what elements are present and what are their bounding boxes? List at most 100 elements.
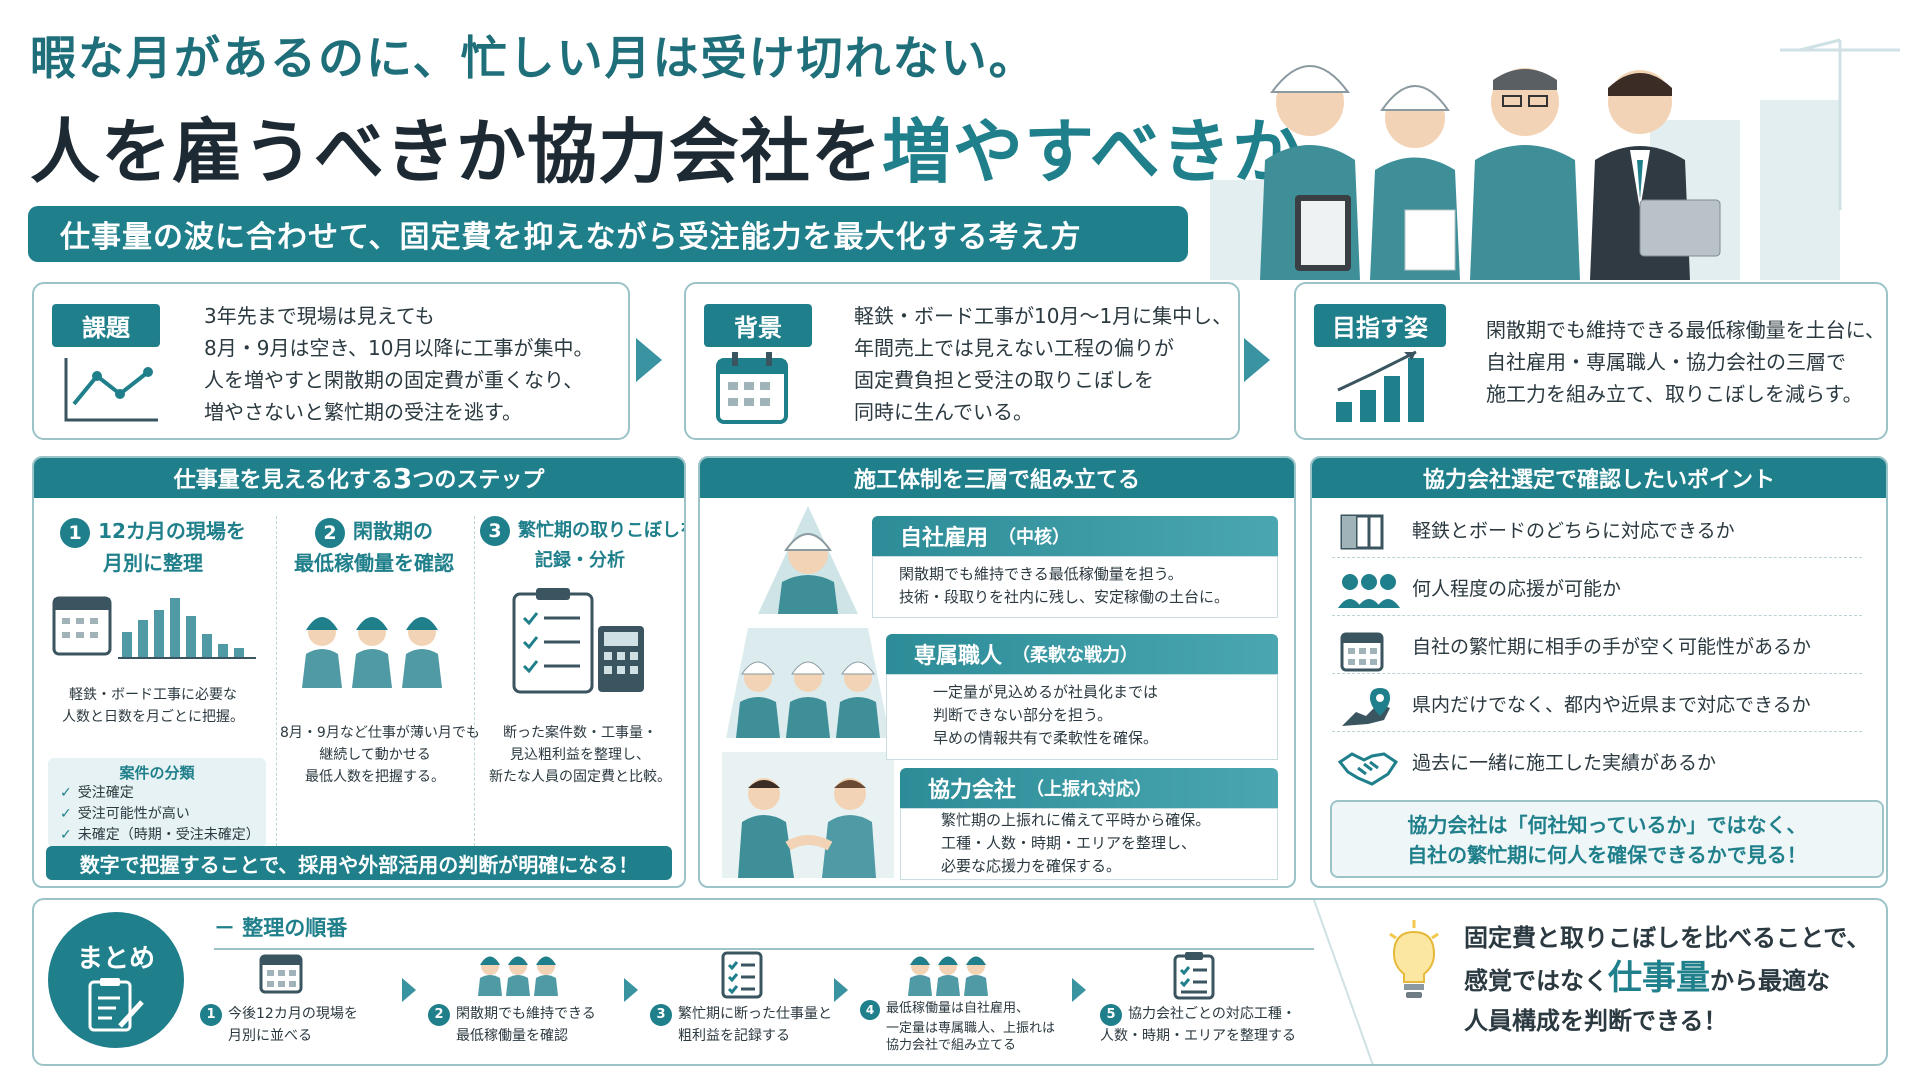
step-divider <box>276 516 277 846</box>
step-desc-line: 8月・9月など仕事が薄い月でも <box>280 725 480 741</box>
steps-heading-part: 仕事量を見える化する <box>173 468 393 493</box>
chevron-right-icon <box>1072 978 1086 1002</box>
step-2-desc: 8月・9月など仕事が薄い月でも 継続して動かせる 最低人数を把握する。 <box>280 722 480 788</box>
workers-icon <box>908 956 988 996</box>
calendar-icon <box>259 954 303 994</box>
card-background-text: 軽鉄・ボード工事が10月〜1月に集中し、 年間売上では見えない工程の偏りが 固定… <box>854 300 1232 428</box>
calendar-bar-chart-icon <box>52 596 256 659</box>
headline-line2: 人を雇うべきか協力会社を増やすべきか <box>30 96 1303 197</box>
lightbulb-icon <box>1389 920 1439 998</box>
points-note: 協力会社は「何社知っているか」ではなく、 自社の繁忙期に何人を確保できるかで見る… <box>1330 800 1884 878</box>
point-item: 自社の繁忙期に相手の手が空く可能性があるか <box>1332 618 1862 674</box>
step-desc-line: 軽鉄・ボード工事に必要な <box>69 687 237 703</box>
steps-heading-number: 3 <box>392 461 413 495</box>
chevron-right-icon <box>624 978 638 1002</box>
headline-line2-part-a: 人を雇うべきか協力会社を <box>30 111 882 193</box>
card-issue-text: 3年先まで現場は見えても 8月・9月は空き、10月以降に工事が集中。 人を増やす… <box>204 300 594 428</box>
layer-text-line: 一定量が見込めるが社員化までは <box>933 683 1159 701</box>
layer-role: （柔軟な戦力） <box>1012 645 1139 666</box>
order-label: － 整理の順番 <box>214 916 348 940</box>
order-number-badge: 3 <box>650 1004 672 1026</box>
chevron-right-icon <box>402 978 416 1002</box>
layer-text-line: 必要な応援力を確保する。 <box>941 857 1122 875</box>
arrow-right-icon <box>1244 338 1270 382</box>
point-text: 過去に一緒に施工した実績があるか <box>1412 752 1717 774</box>
order-text-line: 人数・時期・エリアを整理する <box>1100 1028 1296 1044</box>
subtitle-banner: 仕事量の波に合わせて、固定費を抑えながら受注能力を最大化する考え方 <box>28 206 1188 262</box>
order-text-line: 協力会社で組み立てる <box>886 1038 1017 1053</box>
step-desc-line: 断った案件数・工事量・ <box>503 725 657 741</box>
classification-item: ✓未確定（時期・受注未確定） <box>60 824 260 844</box>
steps-banner: 数字で把握することで、採用や外部活用の判断が明確になる！ <box>46 846 672 880</box>
layer-dedicated-title: 専属職人（柔軟な戦力） <box>886 634 1278 674</box>
step-number-badge: 1 <box>60 517 91 548</box>
order-number-badge: 5 <box>1100 1004 1122 1026</box>
point-item: 何人程度の応援が可能か <box>1332 560 1862 616</box>
point-item: 過去に一緒に施工した実績があるか <box>1332 734 1862 790</box>
order-text-line: 今後12カ月の現場を <box>228 1006 358 1022</box>
card-background-line: 軽鉄・ボード工事が10月〜1月に集中し、 <box>854 304 1233 328</box>
order-text-line: 協力会社ごとの対応工種・ <box>1128 1006 1296 1022</box>
step-title-line: 繁忙期の取りこぼしを <box>518 520 686 541</box>
card-goal: 目指す姿 閑散期でも維持できる最低稼働量を土台に、 自社雇用・専属職人・協力会社… <box>1294 282 1888 440</box>
layer-text-line: 閑散期でも維持できる最低稼働量を担う。 <box>899 565 1183 583</box>
card-background: 背景 軽鉄・ボード工事が10月〜1月に集中し、 年間売上では見えない工程の偏りが… <box>684 282 1240 440</box>
workers-icon <box>302 617 442 688</box>
workers-icon <box>478 956 558 996</box>
point-text: 県内だけでなく、都内や近県まで対応できるか <box>1412 694 1811 716</box>
order-number-badge: 4 <box>860 1000 880 1020</box>
checklist-calculator-icon <box>512 588 644 694</box>
card-background-line: 固定費負担と受注の取りこぼしを <box>854 368 1154 392</box>
card-issue: 課題 3年先まで現場は見えても 8月・9月は空き、10月以降に工事が集中。 人を… <box>32 282 630 440</box>
layer-partner-text: 繁忙期の上振れに備えて平時から確保。 工種・人数・時期・エリアを整理し、 必要な… <box>941 809 1210 878</box>
layer-text-line: 工種・人数・時期・エリアを整理し、 <box>941 834 1197 852</box>
card-goal-label: 目指す姿 <box>1314 304 1446 347</box>
card-issue-line: 増やさないと繁忙期の受注を逃す。 <box>204 400 522 424</box>
layers-panel-heading: 施工体制を三層で組み立てる <box>700 458 1294 498</box>
check-icon: ✓ <box>60 785 72 801</box>
order-step-5: 5 協力会社ごとの対応工種・ 人数・時期・エリアを整理する <box>1100 1004 1296 1046</box>
classification-box: 案件の分類 ✓受注確定 ✓受注可能性が高い ✓未確定（時期・受注未確定） <box>48 758 266 848</box>
layer-dedicated-text: 一定量が見込めるが社員化までは 判断できない部分を担う。 早めの情報共有で柔軟性… <box>933 681 1158 750</box>
point-text: 何人程度の応援が可能か <box>1412 578 1622 600</box>
point-text: 自社の繁忙期に相手の手が空く可能性があるか <box>1412 636 1812 658</box>
layer-text-line: 技術・段取りを社内に残し、安定稼働の土台に。 <box>899 588 1230 606</box>
summary-badge-label: まとめ <box>76 944 155 974</box>
summary-conclusion: 固定費と取りこぼしを比べることで、 感覚ではなく仕事量から最適な 人員構成を判断… <box>1464 918 1870 1041</box>
step-title-line: 閑散期の <box>353 519 433 543</box>
steps-heading-part: つのステップ <box>412 468 545 493</box>
layer-own-box: 閑散期でも維持できる最低稼働量を担う。 技術・段取りを社内に残し、安定稼働の土台… <box>872 556 1278 618</box>
pyramid-icon <box>722 506 894 878</box>
map-pin-icon <box>1342 688 1390 726</box>
chevron-right-icon <box>834 978 848 1002</box>
layer-partner-title: 協力会社（上振れ対応） <box>900 768 1278 808</box>
step-desc-line: 新たな人員の固定費と比較。 <box>489 769 671 785</box>
order-divider <box>214 948 1314 950</box>
growth-chart-icon <box>1336 350 1424 422</box>
order-text-line: 繁忙期に断った仕事量と <box>678 1006 832 1022</box>
calendar-icon <box>1340 632 1384 672</box>
conclusion-line: 人員構成を判断できる！ <box>1464 1007 1728 1035</box>
layer-role: （上振れ対応） <box>1026 779 1153 800</box>
arrow-right-icon <box>636 338 662 382</box>
card-goal-text: 閑散期でも維持できる最低稼働量を土台に、 自社雇用・専属職人・協力会社の三層で … <box>1486 314 1885 410</box>
step-3-desc: 断った案件数・工事量・ 見込粗利益を整理し、 新たな人員の固定費と比較。 <box>480 722 680 788</box>
card-issue-line: 8月・9月は空き、10月以降に工事が集中。 <box>204 336 594 360</box>
order-number-badge: 1 <box>200 1004 222 1026</box>
check-icon: ✓ <box>60 806 72 822</box>
step-1-desc: 軽鉄・ボード工事に必要な 人数と日数を月ごとに把握。 <box>48 684 258 728</box>
step-title-line: 最低稼働量を確認 <box>294 550 454 575</box>
classification-item-label: 受注確定 <box>77 785 134 801</box>
points-panel: 協力会社選定で確認したいポイント 軽鉄とボードのどちらに対応できるか 何人程度の… <box>1310 456 1888 888</box>
card-issue-line: 人を増やすと閑散期の固定費が重くなり、 <box>204 368 584 392</box>
headline-line1: 暇な月があるのに、忙しい月は受け切れない。 <box>30 31 1037 85</box>
step-title-line: 記録・分析 <box>535 550 625 571</box>
order-number-badge: 2 <box>428 1004 450 1026</box>
conclusion-part: 感覚ではなく <box>1464 967 1608 995</box>
card-goal-line: 自社雇用・専属職人・協力会社の三層で <box>1486 350 1846 374</box>
